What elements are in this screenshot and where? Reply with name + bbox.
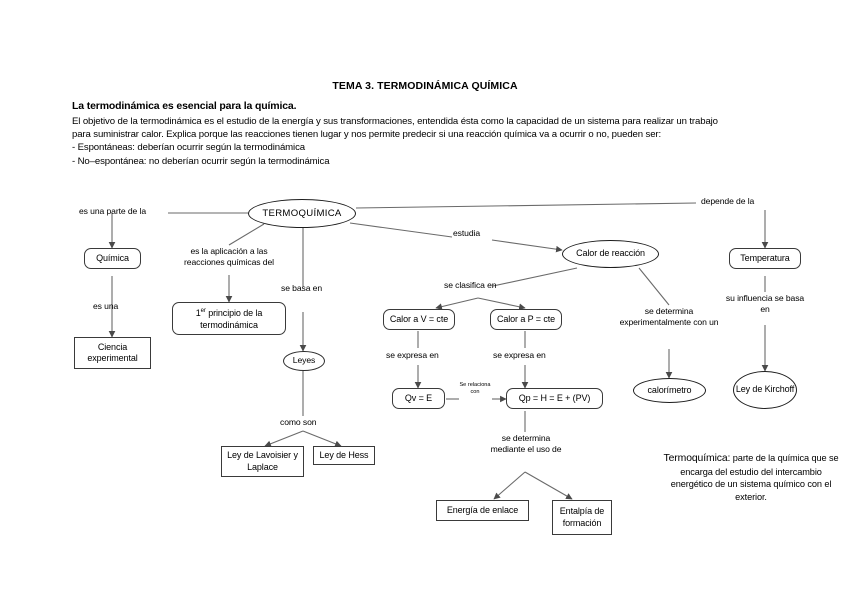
ordinal-rest: principio de la termodinámica: [200, 308, 263, 330]
node-primer-principio-label: 1er principio de la termodinámica: [173, 306, 285, 331]
node-temperatura[interactable]: Temperatura: [729, 248, 801, 269]
node-qv[interactable]: Qv = E: [392, 388, 445, 409]
node-energia-de-enlace[interactable]: Energía de enlace: [436, 500, 529, 521]
node-quimica[interactable]: Química: [84, 248, 141, 269]
link-label-como-son: como son: [280, 417, 317, 427]
definition-text: parte de la química que se encarga del e…: [670, 453, 839, 502]
document-title: TEMA 3. TERMODINÁMICA QUÍMICA: [332, 80, 518, 92]
document-paragraph-line-1: El objetivo de la termodinámica es el es…: [72, 116, 718, 127]
node-ciencia-experimental[interactable]: Ciencia experimental: [74, 337, 151, 369]
header-text-block: TEMA 3. TERMODINÁMICA QUÍMICA La termodi…: [72, 80, 778, 168]
document-paragraph-line-2: para suministrar calor. Explica porque l…: [72, 129, 662, 141]
link-label-su-influencia-se-basa-en: su influencia se basa en: [725, 293, 805, 314]
link-label-se-determina-experimentalmente: se determina experimentalmente con un: [619, 306, 719, 327]
link-label-es-la-aplicacion: es la aplicación a las reacciones químic…: [184, 246, 274, 267]
ordinal-number: 1: [195, 308, 201, 318]
node-ley-de-hess[interactable]: Ley de Hess: [313, 446, 375, 465]
link-label-se-expresa-en-p: se expresa en: [493, 350, 546, 360]
node-calor-a-p-cte[interactable]: Calor a P = cte: [490, 309, 562, 330]
link-label-estudia: estudia: [453, 228, 481, 238]
document-bullet-no-espontanea: - No–espontánea: no deberían ocurrir seg…: [72, 155, 330, 167]
node-calor-de-reaccion[interactable]: Calor de reacción: [562, 240, 659, 268]
link-label-se-expresa-en-v: se expresa en: [386, 350, 439, 360]
definition-block: Termoquímica: parte de la química que se…: [662, 452, 840, 503]
document-lead: La termodinámica es esencial para la quí…: [72, 100, 297, 112]
link-label-se-relaciona-con: Se relaciona con: [459, 382, 491, 395]
document-bullet-espontaneas: - Espontáneas: deberían ocurrir según la…: [72, 142, 305, 154]
link-label-se-basa-en: se basa en: [281, 283, 323, 293]
node-calor-a-v-cte[interactable]: Calor a V = cte: [383, 309, 455, 330]
node-qp[interactable]: Qp = H = E + (PV): [506, 388, 603, 409]
node-termoquimica[interactable]: TERMOQUÍMICA: [248, 199, 356, 228]
node-calorimetro[interactable]: calorímetro: [633, 378, 706, 403]
link-label-se-clasifica-en: se clasifica en: [444, 280, 497, 290]
link-label-es-una: es una: [93, 301, 119, 311]
node-ley-de-kirchoff[interactable]: Ley de Kirchoff: [733, 371, 797, 409]
node-entalpia-de-formacion[interactable]: Entalpía de formación: [552, 500, 612, 535]
node-leyes[interactable]: Leyes: [283, 351, 325, 371]
link-label-depende-de-la: depende de la: [701, 196, 755, 206]
definition-term: Termoquímica:: [663, 453, 731, 464]
node-ley-lavoisier-laplace[interactable]: Ley de Lavoisier y Laplace: [221, 446, 304, 477]
link-label-es-una-parte-de-la: es una parte de la: [79, 206, 147, 216]
node-primer-principio[interactable]: 1er principio de la termodinámica: [172, 302, 286, 335]
link-label-se-determina-mediante: se determina mediante el uso de: [490, 433, 562, 454]
ordinal-suffix: er: [200, 308, 206, 314]
